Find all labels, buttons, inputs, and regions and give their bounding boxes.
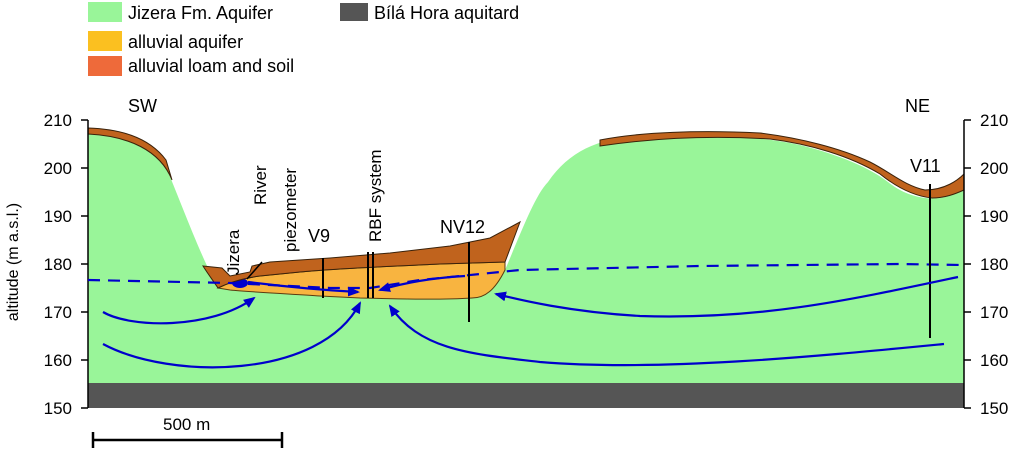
axis-title-altitude: altitude (m a.s.l.): [5, 203, 22, 321]
left-tick-label: 200: [44, 159, 72, 178]
legend-item-bila-hora-aquitard: Bílá Hora aquitard: [340, 3, 519, 23]
legend-label-alluvial-aquifer: alluvial aquifer: [128, 32, 243, 52]
left-tick-label: 210: [44, 111, 72, 130]
legend-label-jizera-aquifer: Jizera Fm. Aquifer: [128, 3, 273, 23]
legend-swatch-alluvial-aquifer: [88, 31, 122, 51]
label-v11: V11: [910, 156, 941, 176]
left-tick-label: 170: [44, 303, 72, 322]
legend-item-alluvial-aquifer: alluvial aquifer: [88, 31, 243, 52]
water-table: [87, 262, 965, 290]
legend: Jizera Fm. Aquifer alluvial aquifer allu…: [88, 2, 519, 76]
bila-hora-aquitard: [88, 383, 964, 408]
direction-label-sw: SW: [128, 96, 157, 116]
soil-left-upland: [87, 127, 173, 181]
flow-arrow-3: [388, 304, 945, 367]
flow-arrow-2: [102, 301, 361, 369]
label-river: River: [251, 165, 270, 205]
alluvial-loam-valley: [202, 220, 521, 289]
legend-label-alluvial-loam: alluvial loam and soil: [128, 56, 294, 76]
label-rbf-system: RBF system: [366, 149, 385, 242]
right-tick-label: 170: [980, 303, 1008, 322]
left-tick-label: 150: [44, 399, 72, 418]
piezometer-pointer: [246, 261, 263, 280]
scale-bar-label: 500 m: [163, 415, 210, 434]
right-tick-label: 180: [980, 255, 1008, 274]
right-tick-label: 210: [980, 111, 1008, 130]
left-axis-ticks: 210 200 190 180 170 160 150: [44, 111, 88, 418]
scale-bar: 500 m: [91, 415, 284, 448]
left-tick-label: 190: [44, 207, 72, 226]
legend-item-jizera-aquifer: Jizera Fm. Aquifer: [88, 2, 273, 23]
legend-label-bila-hora-aquitard: Bílá Hora aquitard: [374, 3, 519, 23]
flow-arrow-5: [247, 280, 360, 297]
legend-swatch-bila-hora-aquitard: [340, 3, 368, 21]
jizera-aquifer-body: [88, 132, 964, 383]
legend-swatch-jizera-aquifer: [88, 2, 122, 22]
label-v9: V9: [308, 226, 330, 246]
right-axis-ticks: 210 200 190 180 170 160 150: [964, 111, 1008, 418]
right-tick-label: 160: [980, 351, 1008, 370]
legend-swatch-alluvial-loam: [88, 56, 122, 76]
direction-label-ne: NE: [905, 96, 930, 116]
flow-arrow-6: [378, 274, 466, 292]
label-jizera: Jizera: [224, 229, 243, 275]
right-tick-label: 150: [980, 399, 1008, 418]
legend-item-alluvial-loam: alluvial loam and soil: [88, 56, 294, 76]
flow-arrow-1: [102, 296, 256, 325]
left-tick-label: 180: [44, 255, 72, 274]
label-piezometer: piezometer: [281, 168, 300, 252]
right-tick-label: 200: [980, 159, 1008, 178]
label-nv12: NV12: [440, 217, 485, 237]
flow-arrow-4: [494, 275, 959, 318]
right-tick-label: 190: [980, 207, 1008, 226]
left-tick-label: 160: [44, 351, 72, 370]
